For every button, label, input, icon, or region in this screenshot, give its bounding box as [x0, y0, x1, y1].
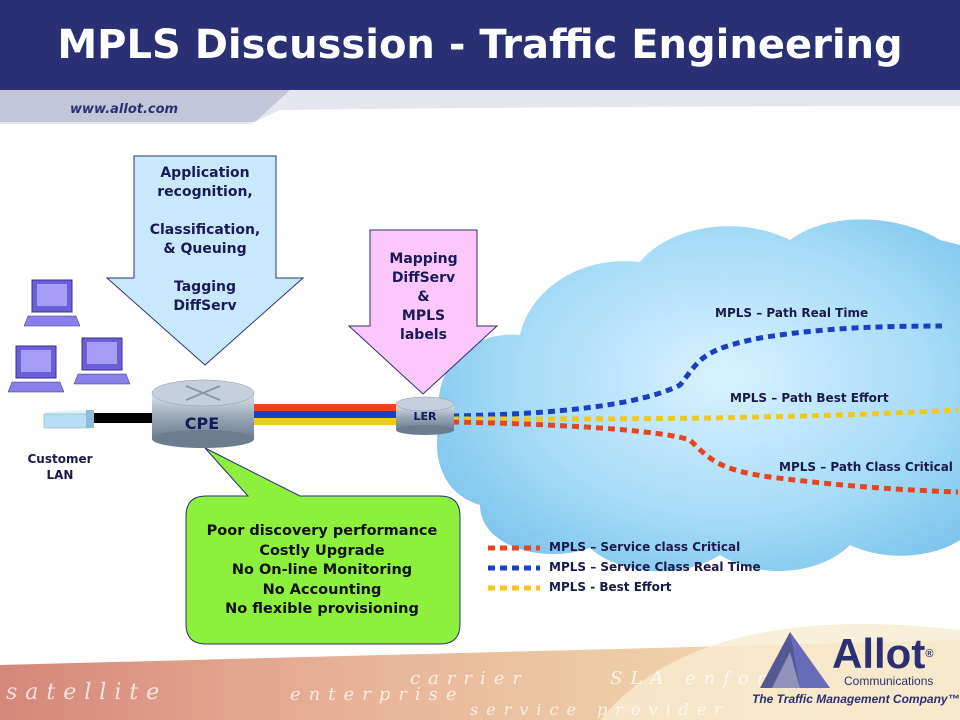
allot-logo-mark	[760, 632, 830, 688]
mapping-line: labels	[400, 327, 447, 343]
mpls-paths	[451, 323, 959, 495]
issue-item: No Accounting	[262, 581, 382, 598]
pc-icon	[73, 337, 131, 385]
brand-tagline: The Traffic Management Company™	[752, 692, 960, 706]
cpe-ler-link	[252, 404, 400, 425]
customer-lan-line: Customer	[27, 452, 93, 466]
pc-icon	[23, 279, 81, 327]
mapping-line: DiffServ	[391, 270, 456, 286]
mapping-line: MPLS	[401, 308, 446, 324]
application-line: Classification,	[149, 222, 261, 238]
application-line: Application	[160, 165, 250, 181]
mapping-callout: Mapping DiffServ & MPLS labels	[370, 250, 477, 345]
header-bar	[0, 0, 960, 90]
page-title: MPLS Discussion - Traffic Engineering	[57, 22, 903, 68]
brand-name-text: Allot	[832, 630, 926, 677]
mapping-line: Mapping	[389, 251, 458, 267]
application-line: & Queuing	[163, 241, 247, 257]
legend-critical-label: MPLS – Service class Critical	[549, 540, 741, 554]
footer-word: enterprise	[290, 684, 465, 705]
mapping-arrow	[347, 229, 499, 395]
cpe-label: CPE	[184, 414, 220, 433]
cpe-router	[151, 379, 255, 448]
legend-swatches	[488, 545, 540, 591]
legend-besteffort-label: MPLS - Best Effort	[549, 580, 672, 594]
issues-list: Poor discovery performance Costly Upgrad…	[186, 522, 458, 620]
pc-icons	[7, 279, 131, 393]
customer-lan-label: Customer LAN	[20, 451, 100, 483]
footer-word: service provider	[470, 700, 731, 719]
site-url: www.allot.com	[70, 102, 179, 117]
path-best-effort-label: MPLS – Path Best Effort	[730, 391, 889, 405]
application-arrow	[105, 155, 305, 366]
footer-word: SLA enfor	[610, 668, 774, 689]
path-real-time	[451, 323, 943, 419]
path-class-critical	[451, 419, 959, 495]
application-line: Tagging	[173, 279, 237, 295]
lan-switch	[43, 410, 94, 429]
header-swoosh	[0, 90, 960, 124]
issue-item: No On-line Monitoring	[231, 562, 413, 578]
ler-router	[395, 396, 455, 435]
brand-name: Allot®	[832, 632, 933, 676]
legend-realtime-label: MPLS – Service Class Real Time	[549, 560, 761, 574]
footer-word: satellite	[6, 680, 168, 705]
mapping-line: &	[417, 289, 430, 305]
ler-label: LER	[413, 410, 437, 423]
path-best-effort	[451, 407, 959, 422]
customer-lan-line: LAN	[46, 468, 74, 482]
lan-cable	[88, 413, 156, 423]
application-callout: Application recognition, Classification,…	[134, 164, 276, 316]
path-real-time-label: MPLS – Path Real Time	[715, 306, 869, 320]
issue-item: Poor discovery performance	[206, 523, 438, 539]
pc-icon	[7, 345, 65, 393]
issue-item: No flexible provisioning	[225, 601, 419, 617]
path-class-critical-label: MPLS – Path Class Critical	[779, 460, 953, 474]
application-line: DiffServ	[173, 298, 237, 314]
brand-registered: ®	[925, 648, 934, 660]
application-line: recognition,	[157, 184, 253, 200]
brand-sub: Communications	[844, 674, 934, 688]
issue-item: Costly Upgrade	[259, 542, 385, 559]
issues-bubble	[185, 447, 461, 645]
footer-word: carrier	[410, 668, 530, 689]
